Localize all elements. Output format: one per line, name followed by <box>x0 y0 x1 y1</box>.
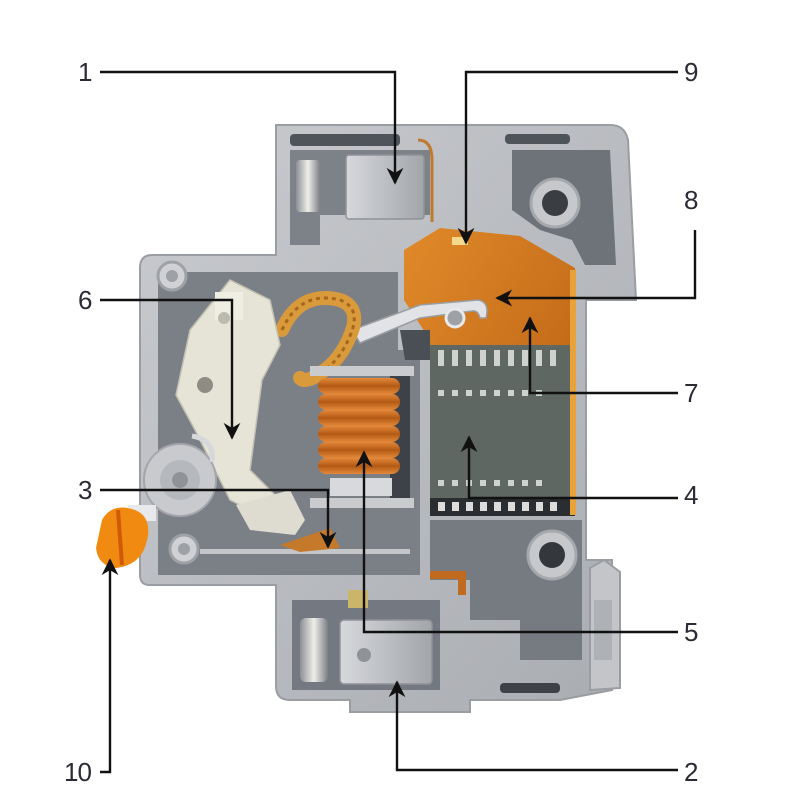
braided-wire <box>275 291 362 387</box>
callout-label-6: 6 <box>78 285 93 315</box>
moving-contact-arm <box>350 299 488 360</box>
leader-line-8 <box>495 230 697 307</box>
leader-line-1 <box>100 70 404 185</box>
callout-label-4: 4 <box>684 480 699 510</box>
leader-line-5 <box>355 450 678 634</box>
callout-label-2: 2 <box>684 757 699 787</box>
callout-label-8: 8 <box>684 185 699 215</box>
leader-line-3 <box>100 488 337 549</box>
top-terminal <box>296 138 434 222</box>
callout-label-5: 5 <box>684 617 699 647</box>
leader-line-6 <box>100 298 241 440</box>
arc-chute-assembly <box>404 228 576 516</box>
callout-label-3: 3 <box>78 475 93 505</box>
magnetic-trip-coil <box>310 366 414 508</box>
callout-label-10: 10 <box>64 757 92 787</box>
callout-label-1: 1 <box>78 57 93 87</box>
leader-line-9 <box>457 70 678 245</box>
leader-line-4 <box>460 435 678 500</box>
callout-label-9: 9 <box>684 57 699 87</box>
leader-line-7 <box>521 316 678 395</box>
callout-label-7: 7 <box>684 378 699 408</box>
toggle-handle[interactable] <box>96 505 156 568</box>
leader-line-2 <box>388 680 678 772</box>
trip-mechanism-lever <box>175 279 305 535</box>
leader-line-10 <box>100 558 119 774</box>
callout-leader-lines <box>100 70 697 774</box>
